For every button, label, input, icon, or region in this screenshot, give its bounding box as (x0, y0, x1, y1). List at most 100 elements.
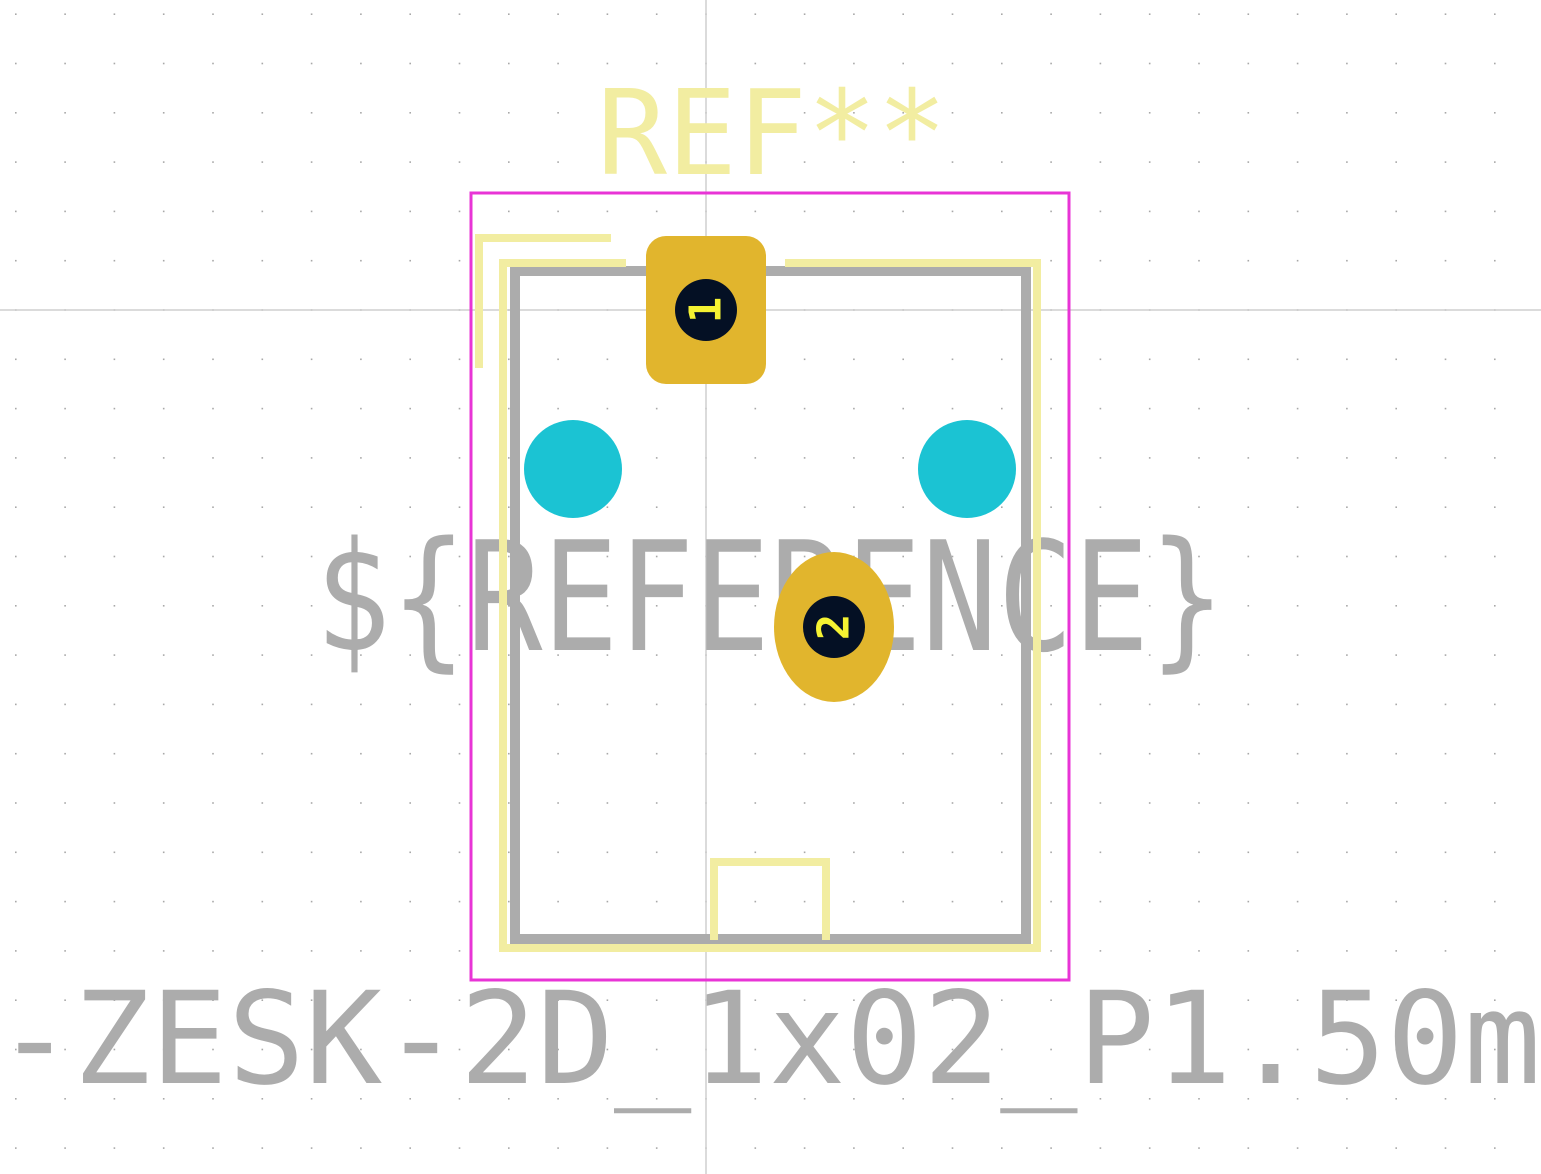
grid-dot (360, 555, 362, 558)
grid-dot (1198, 802, 1200, 804)
grid-dot (1346, 506, 1348, 508)
grid-dot (458, 358, 461, 361)
grid-dot (1247, 900, 1250, 903)
grid-dot (853, 62, 855, 65)
pad-2-drill-hole (803, 596, 865, 658)
grid-dot (655, 506, 658, 508)
grid-dot (458, 506, 461, 508)
grid-dot (1395, 210, 1397, 213)
grid-dot (902, 703, 904, 706)
grid-dot (1444, 999, 1447, 1001)
grid-dot (1148, 259, 1151, 262)
grid-dot (162, 555, 165, 558)
reference-designator[interactable]: REF** (597, 64, 947, 202)
grid-dot (754, 1098, 757, 1100)
grid-dot (951, 1098, 954, 1100)
npth-hole-right[interactable] (918, 420, 1016, 518)
grid-dot (1099, 358, 1102, 361)
grid-dot (1444, 605, 1447, 607)
grid-dot (1001, 802, 1003, 804)
grid-dot (1444, 358, 1447, 361)
grid-dot (1247, 1147, 1250, 1149)
grid-dot (1494, 62, 1496, 65)
grid-dot (951, 605, 954, 607)
grid-dot (1099, 1048, 1102, 1051)
grid-dot (1494, 555, 1496, 558)
grid-dot (261, 161, 264, 163)
grid-dot (803, 851, 806, 854)
grid-dot (508, 457, 510, 459)
grid-dot (508, 752, 510, 755)
grid-dot (360, 13, 362, 15)
grid-dot (1346, 259, 1348, 262)
grid-dot (508, 851, 510, 854)
grid-dot (1099, 259, 1102, 262)
grid-dot (1198, 13, 1200, 15)
grid-dot (508, 1048, 510, 1051)
grid-dot (113, 605, 116, 607)
grid-dot (951, 407, 954, 410)
grid-dot (1001, 851, 1003, 854)
grid-dot (1148, 802, 1151, 804)
grid-dot (1395, 555, 1397, 558)
grid-dot (64, 506, 66, 508)
grid-dot (409, 506, 411, 508)
grid-dot (902, 1147, 904, 1149)
grid-dot (655, 457, 658, 459)
grid-dot (754, 161, 757, 163)
grid-dot (15, 210, 17, 213)
grid-dot (803, 407, 806, 410)
grid-dot (902, 605, 904, 607)
pad-1[interactable]: 1 (646, 236, 766, 384)
grid-dot (15, 802, 17, 804)
grid-dot (951, 851, 954, 854)
grid-dot (1494, 1098, 1496, 1100)
pad-2[interactable]: 2 (774, 552, 894, 702)
grid-dot (606, 161, 609, 163)
grid-dot (1247, 851, 1250, 854)
grid-dot (902, 13, 904, 15)
grid-dot (1346, 605, 1348, 607)
grid-dot (310, 900, 313, 903)
grid-dot (1050, 13, 1052, 15)
grid-dot (360, 407, 362, 410)
grid-dot (458, 900, 461, 903)
grid-dot (162, 851, 165, 854)
grid-dot (1346, 210, 1348, 213)
grid-dot (1148, 358, 1151, 361)
grid-dot (310, 802, 313, 804)
npth-hole-left[interactable] (524, 420, 622, 518)
grid-dot (15, 457, 17, 459)
grid-dot (902, 161, 904, 163)
grid-dot (15, 703, 17, 706)
grid-dot (1494, 210, 1496, 213)
grid-dot (1296, 802, 1299, 804)
grid-dot (360, 62, 362, 65)
grid-dot (261, 605, 264, 607)
grid-dot (1444, 1098, 1447, 1100)
grid-dot (1346, 13, 1348, 15)
grid-dot (557, 62, 559, 65)
grid-dot (1247, 210, 1250, 213)
grid-dot (1296, 161, 1299, 163)
grid-dot (409, 62, 411, 65)
grid-dot (1444, 506, 1447, 508)
grid-dot (508, 358, 510, 361)
grid-dot (1444, 62, 1447, 65)
grid-dot (1198, 457, 1200, 459)
grid-dot (458, 1048, 461, 1051)
grid-dot (902, 999, 904, 1001)
grid-dot (1001, 605, 1003, 607)
grid-dot (113, 506, 116, 508)
grid-dot (1148, 210, 1151, 213)
footprint-name[interactable]: -ZESK-2D_1x02_P1.50m (0, 965, 1541, 1114)
grid-dot (1050, 210, 1052, 213)
value-reference-field[interactable]: ${REFERENCE} (315, 509, 1225, 686)
grid-dot (557, 407, 559, 410)
grid-dot (1296, 506, 1299, 508)
grid-dot (212, 210, 214, 213)
grid-dot (64, 900, 66, 903)
grid-dot (113, 210, 116, 213)
grid-dot (360, 703, 362, 706)
